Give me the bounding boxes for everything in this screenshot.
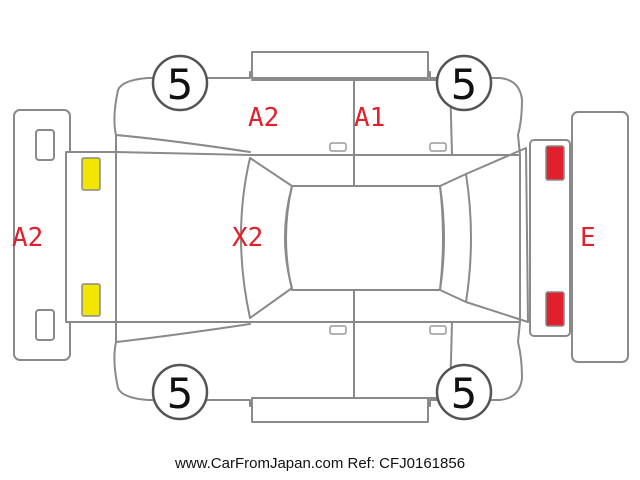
front-bumper-damage-label: E [580,223,596,253]
top-running-board [251,51,429,79]
front-panel [529,139,571,337]
rear-bumper-slot-bottom [35,309,55,341]
rear-bumper-slot-top [35,129,55,161]
rear-light-top [81,157,101,191]
rear-door-handle-bottom [329,325,347,335]
top-rear-fender [115,134,251,153]
rear-door-handle-top [329,142,347,152]
front-light-top [545,145,565,181]
wheel-top-left: 5 [151,54,209,112]
wheel-top-right: 5 [435,54,493,112]
wheel-bottom-left-rating: 5 [167,369,194,418]
wheel-bottom-left: 5 [151,363,209,421]
front-door-handle-top [429,142,447,152]
bottom-running-board [251,397,429,423]
rear-door-damage-label: A2 [248,103,279,133]
wheel-bottom-right-rating: 5 [451,369,478,418]
roof-damage-label: X2 [232,223,263,253]
front-bumper [571,111,629,363]
wheel-bottom-right: 5 [435,363,493,421]
reference-footer: www.CarFromJapan.com Ref: CFJ0161856 [174,455,466,472]
windshield [439,173,472,303]
bottom-rear-fender [115,323,251,343]
rear-light-bottom [81,283,101,317]
front-door-handle-bottom [429,325,447,335]
front-door-damage-label: A1 [354,103,385,133]
front-light-bottom [545,291,565,327]
wheel-top-left-rating: 5 [167,60,194,109]
wheel-top-right-rating: 5 [451,60,478,109]
roof [285,185,444,291]
rear-bumper-damage-label: A2 [12,223,43,253]
hood [465,147,529,323]
